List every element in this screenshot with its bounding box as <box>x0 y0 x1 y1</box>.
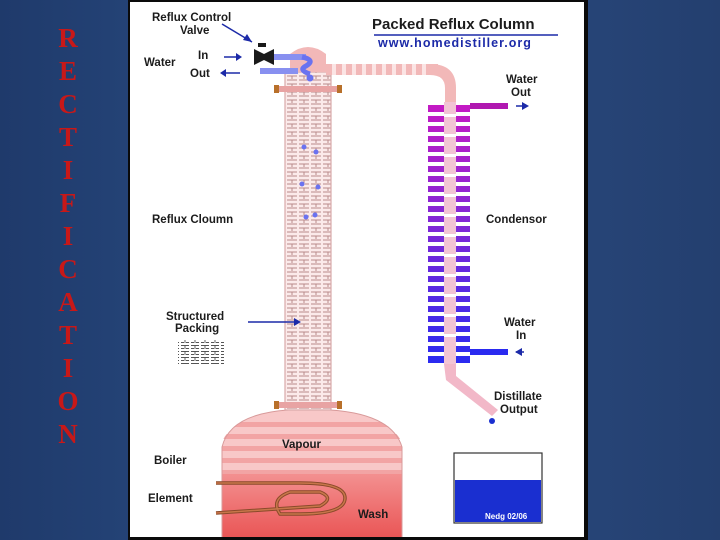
head-coil <box>300 54 313 77</box>
packing-sample <box>178 340 224 364</box>
boiler-stripes <box>222 422 402 475</box>
signature: Nedg 02/06 <box>485 512 528 521</box>
packed-reflux-column-diagram: Packed Reflux Column www.homedistiller.o… <box>130 2 584 537</box>
label-structured-1: Structured <box>166 311 224 323</box>
title-letter: I <box>62 353 74 383</box>
title-letter: F <box>59 188 77 218</box>
top-flange-bolt-left <box>274 85 279 93</box>
head-drip <box>306 74 314 82</box>
title-letter: A <box>58 287 78 317</box>
label-boiler: Boiler <box>154 455 187 467</box>
title-letter: O <box>57 386 79 416</box>
label-reflux-valve-2: Valve <box>180 25 209 37</box>
top-flange-bolt-right <box>337 85 342 93</box>
distillate-drip <box>489 418 495 424</box>
title-letter: I <box>62 221 74 251</box>
reflux-drops <box>299 144 321 220</box>
label-out: Out <box>190 68 210 80</box>
distillate-tube <box>444 364 498 416</box>
label-wash: Wash <box>358 509 388 521</box>
collected-distillate <box>455 480 541 522</box>
title-letter: E <box>58 56 77 86</box>
label-element: Element <box>148 493 193 505</box>
label-distillate-2: Output <box>500 404 538 416</box>
label-vapour: Vapour <box>282 439 322 451</box>
bottom-flange-bolt-left <box>274 401 279 409</box>
diagram-title: Packed Reflux Column <box>372 16 535 33</box>
label-water-in-2: In <box>516 330 526 342</box>
cooling-water-in-pipe <box>260 54 306 60</box>
label-water-out-1: Water <box>506 74 538 86</box>
title-letter: R <box>58 23 78 53</box>
label-distillate-1: Distillate <box>494 391 542 403</box>
condenser-inner-tube <box>444 102 456 364</box>
label-in: In <box>198 50 208 62</box>
label-water-out-2: Out <box>511 87 531 99</box>
label-water-in-1: Water <box>504 317 536 329</box>
top-flange <box>274 86 342 92</box>
column-body <box>285 72 331 410</box>
label-reflux-valve-1: Reflux Control <box>152 12 231 24</box>
title-letter: N <box>58 419 78 449</box>
bottom-flange-bolt-right <box>337 401 342 409</box>
title-letter: C <box>58 254 78 284</box>
label-water: Water <box>144 57 176 69</box>
label-reflux-column: Reflux Cloumn <box>152 214 233 226</box>
title-letter: I <box>62 155 74 185</box>
label-structured-2: Packing <box>175 323 219 335</box>
heating-element <box>215 481 347 516</box>
title-letter: T <box>58 122 77 152</box>
arrows <box>220 23 529 356</box>
diagram-url: www.homedistiller.org <box>377 36 532 50</box>
vapour-pipe <box>326 64 456 108</box>
reflux-control-valve[interactable] <box>254 43 274 65</box>
cooling-water-out-pipe <box>260 68 298 74</box>
title-letter: T <box>58 320 77 350</box>
label-condensor: Condensor <box>486 214 547 226</box>
boiler-dome-mask <box>220 410 404 447</box>
title-letter: C <box>58 89 78 119</box>
bottom-flange <box>274 402 342 408</box>
condenser-water-out-tube <box>470 103 508 109</box>
inner-tube-stripes <box>444 114 456 337</box>
condenser-water-in-tube <box>470 349 508 355</box>
